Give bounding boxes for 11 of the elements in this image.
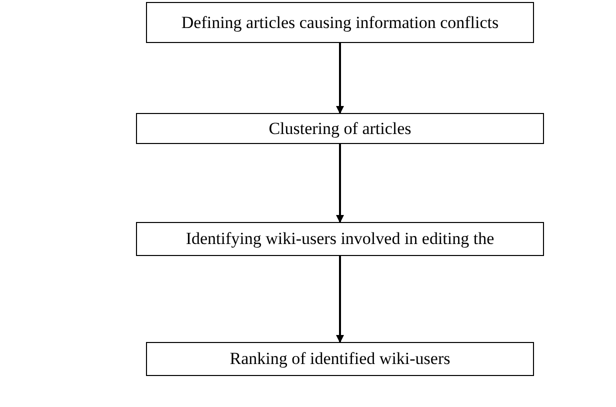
process-box	[136, 222, 544, 256]
arrow	[336, 43, 344, 114]
step-text: Defining articles causing information conflicts	[181, 12, 499, 32]
arrow	[336, 144, 344, 223]
step-text: Identifying wiki-users involved in editing the	[186, 229, 494, 249]
process-box	[146, 2, 534, 43]
step-text: Clustering of articles	[268, 118, 412, 138]
step-text: Ranking of identified wiki-users	[230, 349, 450, 369]
process-box	[146, 342, 534, 376]
arrow	[336, 256, 344, 343]
process-box	[136, 113, 544, 144]
